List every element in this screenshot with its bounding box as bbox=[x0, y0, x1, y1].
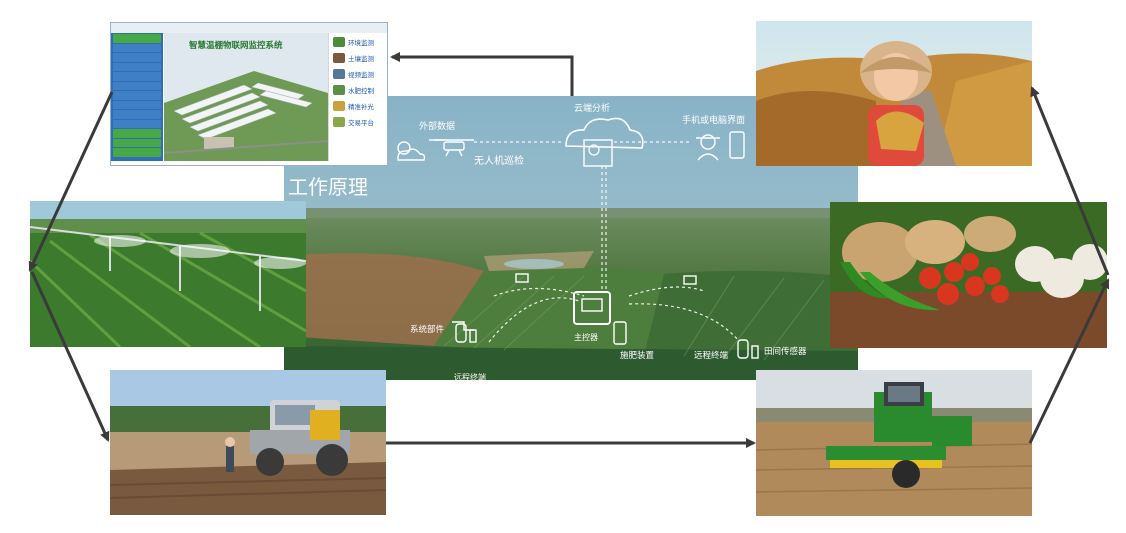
menu-supplement-light: 精准补光 bbox=[348, 103, 374, 111]
menu-video: 视频监测 bbox=[348, 71, 374, 79]
monitor-menu-item[interactable]: 精准补光 bbox=[329, 99, 387, 113]
menu-trading-platform: 交易平台 bbox=[348, 119, 374, 127]
tractor-planting-photo bbox=[110, 370, 386, 515]
label-drone-patrol: 无人机巡检 bbox=[474, 154, 524, 167]
label-field-sensor: 田间传感器 bbox=[764, 346, 807, 357]
monitor-menu-item[interactable]: 交易平台 bbox=[329, 115, 387, 129]
arrow-center-to-monitor bbox=[390, 52, 574, 96]
label-system-parts: 系统部件 bbox=[410, 324, 445, 335]
label-remote-terminal-left: 远程终端 bbox=[454, 372, 486, 380]
vegetables-photo bbox=[830, 202, 1107, 348]
label-phone-or-pc: 手机或电脑界面 bbox=[682, 114, 745, 126]
monitor-system-title: 智慧温棚物联网监控系统 bbox=[189, 41, 283, 51]
monitor-menu-item[interactable]: 土壤监测 bbox=[329, 51, 387, 65]
label-cloud-analysis: 云端分析 bbox=[574, 102, 610, 114]
label-remote-terminal-right: 远程终端 bbox=[694, 350, 729, 361]
label-external-data: 外部数据 bbox=[419, 120, 455, 132]
menu-environment: 环境监测 bbox=[348, 39, 374, 47]
monitor-menu-item[interactable]: 环境监测 bbox=[329, 35, 387, 49]
combine-harvester-photo bbox=[756, 370, 1032, 516]
monitor-sidebar bbox=[111, 33, 163, 161]
panel-title: 工作原理 bbox=[288, 175, 368, 199]
field-irrigation-photo bbox=[30, 201, 306, 347]
greenhouse-monitor-screenshot: 智慧温棚物联网监控系统 环境监测 土壤监测 视频监测 水肥控制 精准补光 交易平… bbox=[110, 22, 388, 166]
monitor-greenhouse-view bbox=[164, 33, 328, 161]
label-fertilizer-device: 施肥装置 bbox=[620, 350, 655, 361]
child-holding-grain-photo bbox=[756, 21, 1032, 166]
label-main-controller: 主控器 bbox=[574, 332, 598, 342]
menu-water-fertilizer: 水肥控制 bbox=[348, 87, 374, 95]
monitor-menu-item[interactable]: 视频监测 bbox=[329, 67, 387, 81]
monitor-menu-item[interactable]: 水肥控制 bbox=[329, 83, 387, 97]
menu-soil: 土壤监测 bbox=[348, 55, 374, 63]
monitor-menu: 环境监测 土壤监测 视频监测 水肥控制 精准补光 交易平台 bbox=[328, 33, 387, 161]
